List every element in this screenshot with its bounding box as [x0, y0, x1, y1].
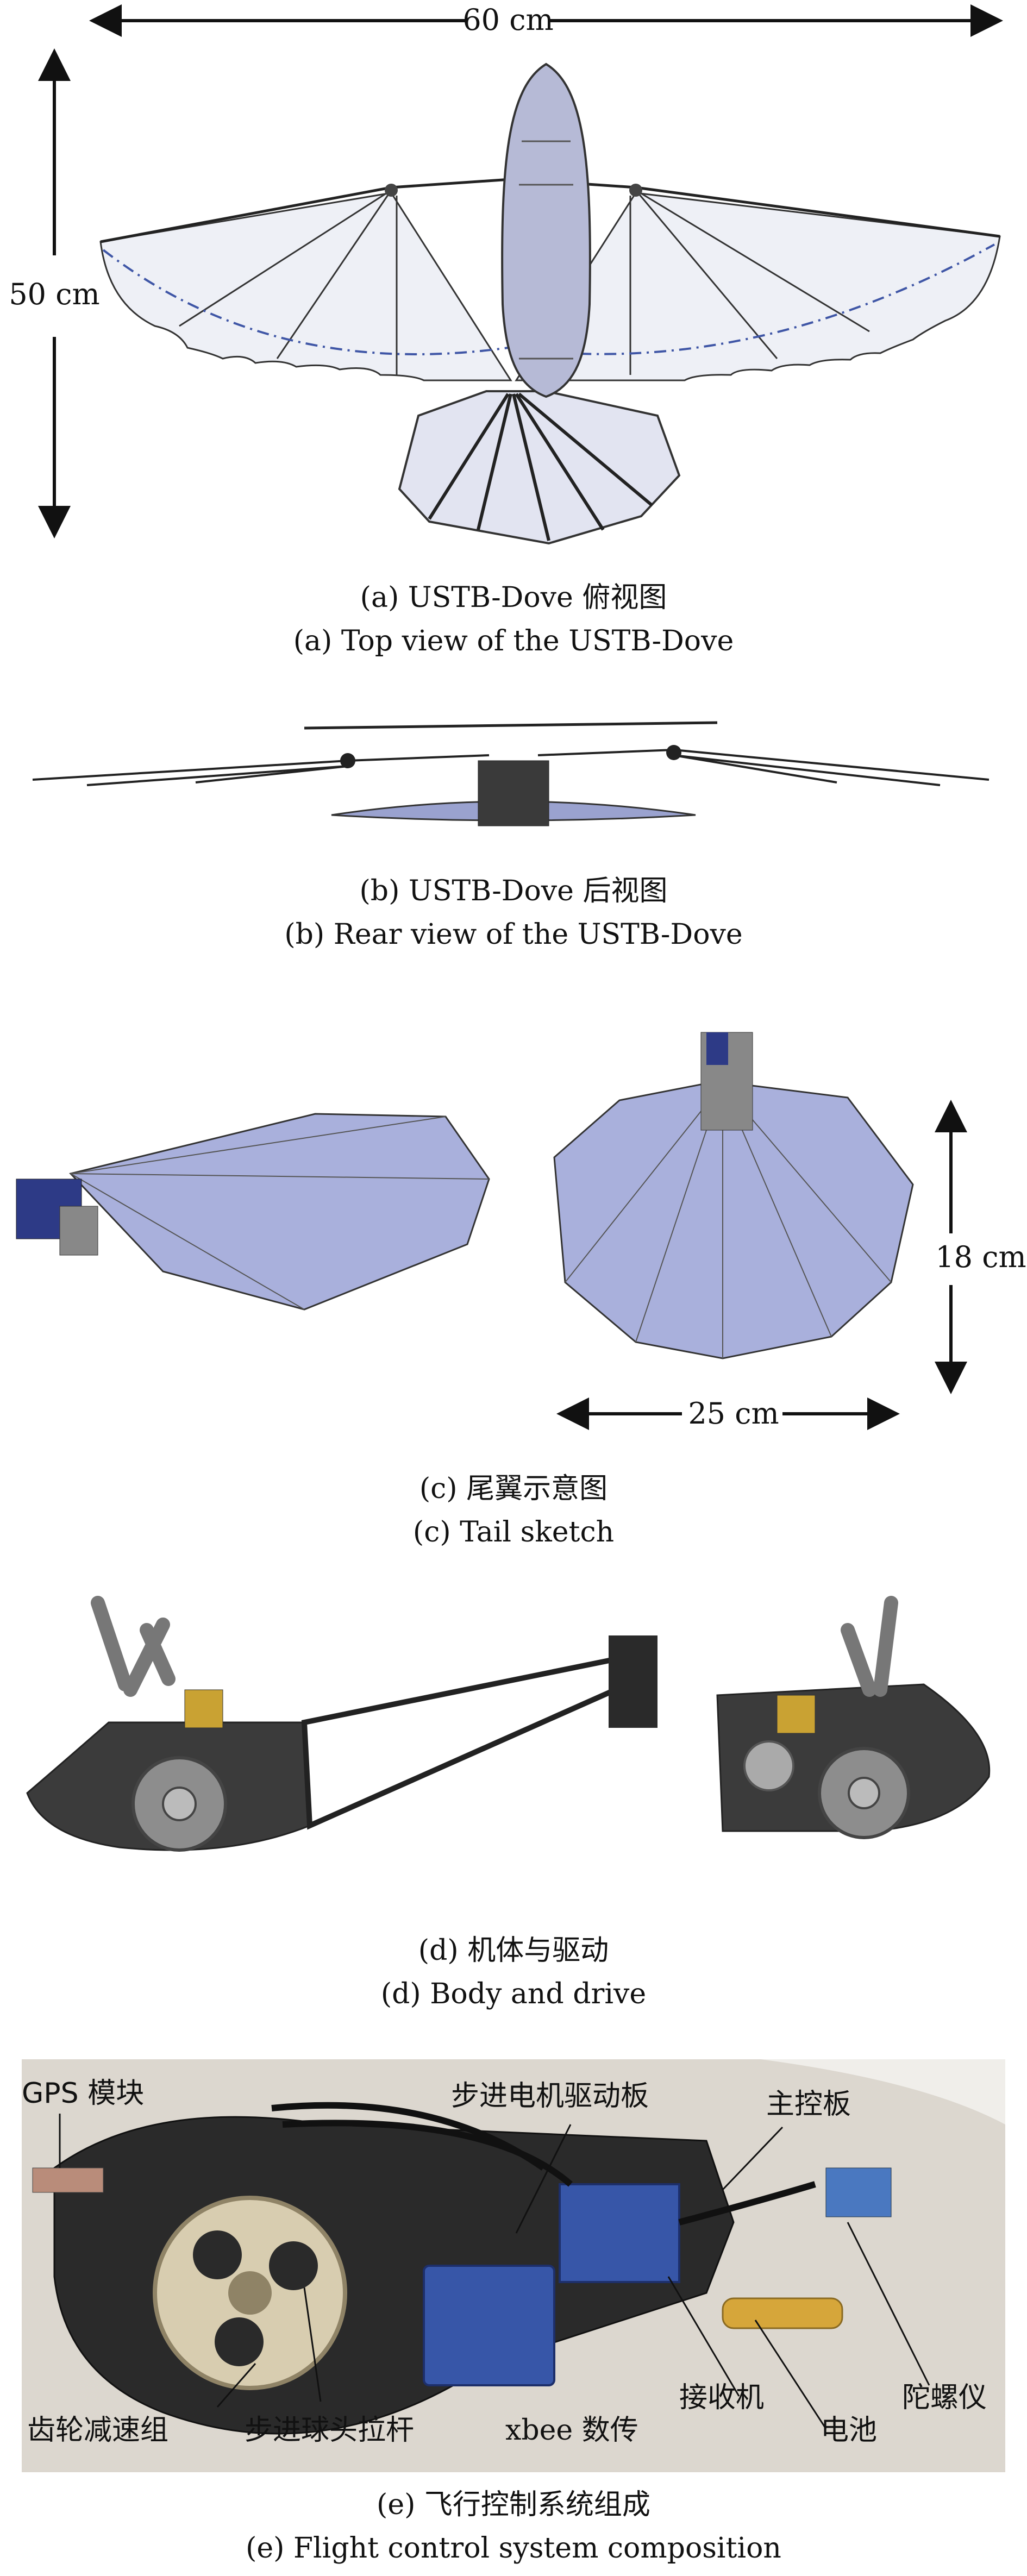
caption-b-en: (b) Rear view of the USTB-Dove [284, 918, 743, 951]
tail-width-label: 25 cm [688, 1396, 779, 1431]
wing-ribs [179, 189, 870, 375]
label-battery: 电池 [821, 2414, 877, 2447]
fuselage [501, 62, 591, 398]
caption-d-en: (d) Body and drive [380, 1978, 647, 2010]
tail-side-view [16, 1113, 490, 1311]
caption-a-en: (a) Top view of the USTB-Dove [293, 625, 734, 657]
label-gear: 齿轮减速组 [27, 2414, 168, 2447]
top-view-drawing: 60 cm 50 cm [9, 3, 1003, 545]
panel-tail-sketch: 18 cm 25 cm (c) 尾翼示意图 (c) Tail sketch [0, 1000, 1027, 1576]
leader-lines [59, 2114, 930, 2429]
label-ball-rod: 步进球头拉杆 [245, 2414, 414, 2447]
tail-front-view [553, 1032, 914, 1359]
caption-d-cn: (d) 机体与驱动 [418, 1934, 609, 1967]
wiring [271, 2102, 816, 2226]
label-xbee: xbee 数传 [505, 2414, 638, 2447]
body-frame-left [26, 1596, 657, 1852]
caption-c-en: (c) Tail sketch [412, 1516, 615, 1549]
panel-top-view: 60 cm 50 cm [0, 0, 1027, 668]
body-frame-right [716, 1596, 991, 1839]
fuselage-seams [519, 140, 573, 360]
label-gyro: 陀螺仪 [902, 2381, 987, 2414]
tail-sketch-drawing: 18 cm 25 cm [16, 1032, 1026, 1431]
panel-body-drive: (d) 机体与驱动 (d) Body and drive [0, 1596, 1027, 2032]
body-drive-drawing [26, 1596, 991, 1852]
caption-a-cn: (a) USTB-Dove 俯视图 [360, 581, 667, 614]
wing-joints [385, 184, 642, 197]
label-gps: GPS 模块 [22, 2077, 144, 2110]
gyro [825, 2167, 892, 2217]
label-stepper-driver: 步进电机驱动板 [451, 2080, 649, 2113]
gps-module [32, 2167, 104, 2193]
width-dimension-label: 60 cm [462, 3, 553, 37]
rear-view-drawing [32, 721, 990, 826]
panel-flight-control: GPS 模块 步进电机驱动板 主控板 齿轮减速组 步进球头拉杆 xbee 数传 … [0, 2059, 1027, 2576]
xbee-module [423, 2265, 555, 2386]
rear-body-block [478, 760, 549, 826]
tail-rays [428, 392, 653, 541]
rear-joints [340, 745, 681, 768]
driver-board [559, 2183, 680, 2283]
battery [722, 2297, 843, 2329]
tail-height-label: 18 cm [935, 1240, 1026, 1274]
label-main-board: 主控板 [766, 2088, 851, 2121]
rear-wing-spars [32, 721, 990, 786]
label-receiver: 接收机 [679, 2381, 764, 2414]
height-dimension-label: 50 cm [9, 277, 99, 311]
caption-e-cn: (e) 飞行控制系统组成 [377, 2489, 650, 2521]
caption-b-cn: (b) USTB-Dove 后视图 [359, 875, 668, 907]
right-wing-membrane [515, 192, 1001, 381]
flight-control-photo: GPS 模块 步进电机驱动板 主控板 齿轮减速组 步进球头拉杆 xbee 数传 … [22, 2059, 1005, 2472]
panel-rear-view: (b) USTB-Dove 后视图 (b) Rear view of the U… [0, 685, 1027, 967]
tail-fan [398, 390, 681, 545]
reduction-gear [153, 2196, 347, 2390]
caption-e-en: (e) Flight control system composition [246, 2532, 781, 2565]
caption-c-cn: (c) 尾翼示意图 [419, 1472, 608, 1505]
left-wing-membrane [99, 192, 512, 381]
